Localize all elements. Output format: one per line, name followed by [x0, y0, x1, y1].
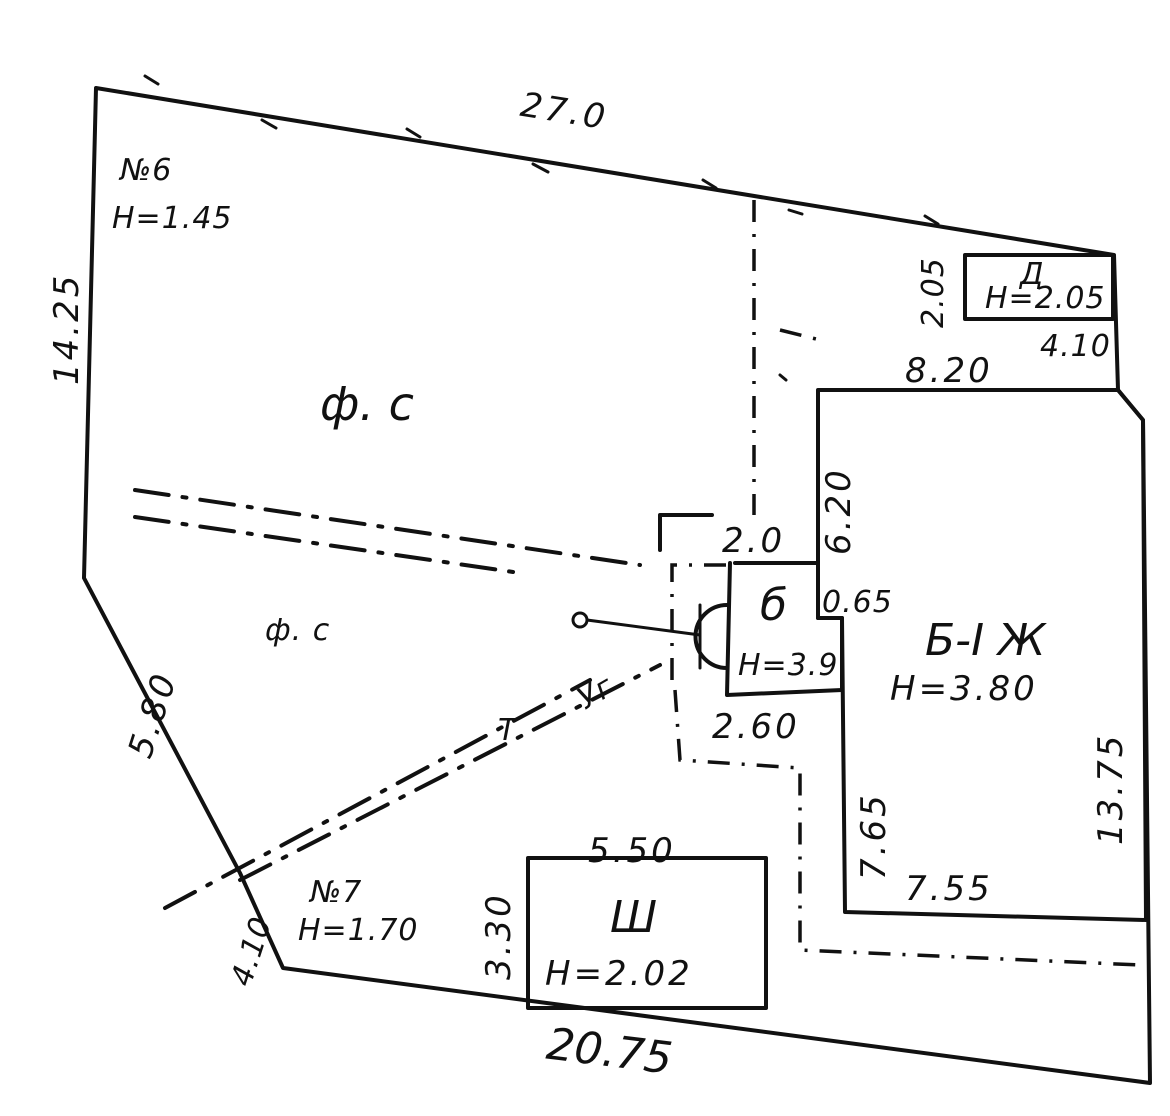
- service-point: [571, 611, 589, 629]
- fence-ticks: [143, 74, 940, 226]
- service-line: [585, 618, 702, 637]
- b-height: H=3.9: [738, 648, 838, 683]
- porch-arc: [693, 603, 729, 670]
- n6-height: H=1.45: [112, 201, 233, 236]
- building-d: [963, 253, 1115, 321]
- d-dim-h: 2.05: [916, 257, 951, 328]
- main-dim-top: 8.20: [905, 351, 993, 391]
- interior-mark: [778, 373, 788, 382]
- utility-line-upper-2: [133, 515, 522, 575]
- n6-id: №6: [118, 153, 172, 188]
- annex-outline-upper: [658, 513, 714, 552]
- area-label-lower: ф. с: [265, 613, 330, 648]
- interior-boundary-dotted: [779, 328, 821, 342]
- area-label-upper: ф. с: [320, 377, 414, 431]
- utility-line-upper: [133, 488, 642, 567]
- annex-outline-inner: [670, 563, 727, 680]
- b-dim-bottom: 2.60: [712, 707, 800, 747]
- plot-boundary: [82, 86, 1152, 1085]
- utility-line-diagonal-2: [238, 663, 662, 882]
- b-letter: б: [760, 580, 787, 631]
- b-dim-left: 0.65: [822, 585, 893, 620]
- b-dim-top: 2.0: [722, 521, 785, 561]
- main-dim-left-upper: 6.20: [819, 467, 859, 555]
- dim-bottom: 20.75: [544, 1019, 675, 1085]
- u-dim-top: 5.50: [588, 831, 676, 871]
- dim-left: 14.25: [47, 273, 87, 385]
- d-letter: Д: [1018, 257, 1044, 292]
- d-dim-w: 4.10: [1040, 329, 1111, 364]
- main-dim-right: 13.75: [1091, 733, 1131, 845]
- main-dim-bottom: 7.55: [905, 869, 993, 909]
- line-label-t: Т: [498, 713, 519, 748]
- u-letter: Ш: [610, 892, 657, 943]
- n7-height: H=1.70: [298, 913, 419, 948]
- building-b: [725, 561, 844, 697]
- utility-line-diagonal: [163, 678, 592, 910]
- u-height: H=2.02: [545, 954, 693, 994]
- dim-top: 27.0: [518, 85, 611, 138]
- building-u: [526, 856, 768, 1010]
- main-label: Б-I Ж: [925, 615, 1047, 666]
- line-label-ug: Уг: [572, 669, 621, 717]
- d-height: H=2.05: [985, 281, 1106, 316]
- main-height: H=3.80: [890, 669, 1038, 709]
- n7-id: №7: [308, 875, 362, 910]
- dim-bottom-left-small: 4.10: [224, 912, 279, 990]
- main-dim-left-lower: 7.65: [854, 792, 894, 880]
- u-dim-left: 3.30: [479, 892, 519, 980]
